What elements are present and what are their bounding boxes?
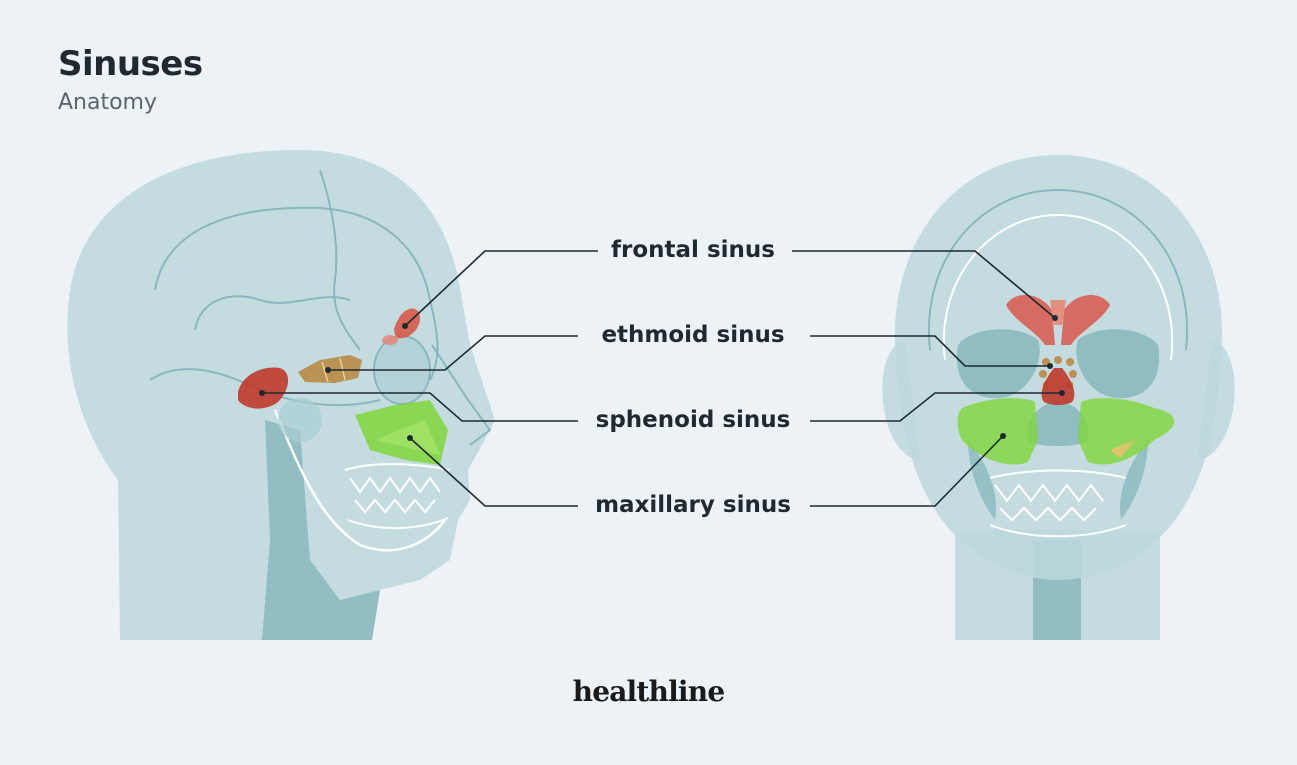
side-teeth <box>344 463 451 530</box>
page-title: Sinuses <box>58 44 203 84</box>
front-nasal-cavity <box>1027 400 1089 446</box>
front-right-maxillary-highlight <box>1110 440 1135 458</box>
front-left-maxillary-sinus <box>957 398 1038 465</box>
leader-frontal-left <box>404 250 598 327</box>
leader-lines <box>262 250 1062 507</box>
leader-maxillary-left <box>409 437 578 507</box>
leader-maxillary-right <box>810 435 1004 507</box>
side-ethmoid-divider <box>321 357 346 383</box>
label-ethmoid-sinus: ethmoid sinus <box>601 322 785 348</box>
label-sphenoid-sinus: sphenoid sinus <box>595 407 791 433</box>
page-subtitle: Anatomy <box>58 90 158 115</box>
side-sphenoid-sinus <box>238 367 289 409</box>
front-left-eye-socket <box>956 329 1040 399</box>
label-frontal-sinus: frontal sinus <box>611 237 775 263</box>
side-frontal-sinus-small <box>382 335 398 345</box>
front-frontal-sinus <box>1006 294 1110 345</box>
side-cheek-hollow <box>278 398 322 442</box>
front-view-head <box>882 155 1235 640</box>
front-head-silhouette <box>894 155 1223 580</box>
front-skull-outline-inner <box>942 213 1174 361</box>
leader-sphenoid-right <box>810 392 1062 422</box>
leader-endpoints <box>259 315 1065 441</box>
side-jaw <box>273 409 446 552</box>
leader-ethmoid-left <box>328 335 578 371</box>
front-left-cheek-hollow <box>968 440 996 520</box>
leader-ethmoid-right <box>810 335 1050 367</box>
healthline-logo: healthline <box>572 675 726 708</box>
leader-frontal-right <box>792 250 1056 319</box>
front-right-eye-socket <box>1076 329 1160 399</box>
leader-sphenoid-left <box>262 392 578 422</box>
label-maxillary-sinus: maxillary sinus <box>595 492 791 518</box>
side-skull-outline <box>154 206 439 381</box>
front-right-maxillary-sinus <box>1078 398 1175 465</box>
side-skull-suture <box>319 169 361 351</box>
front-skull-outline <box>927 188 1189 351</box>
front-sphenoid-sinus <box>1041 368 1075 405</box>
side-skull-temporal <box>194 295 351 331</box>
side-nose <box>431 344 492 446</box>
side-neck-shadow <box>262 420 380 640</box>
front-teeth <box>989 469 1127 538</box>
front-view-sinuses <box>957 294 1175 465</box>
front-right-cheek-hollow <box>1120 440 1148 520</box>
